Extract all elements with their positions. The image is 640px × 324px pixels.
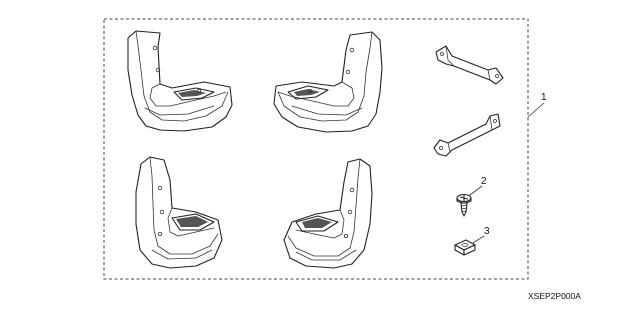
mud-guard-front-right (273, 31, 383, 133)
callout-1-label: 1 (541, 92, 547, 103)
mud-guard-front-left (127, 30, 233, 132)
bracket-lower (433, 113, 501, 157)
callout-2: 2 (469, 176, 487, 196)
callout-3: 3 (472, 226, 490, 244)
screw (456, 193, 472, 217)
callout-2-label: 2 (481, 176, 487, 187)
callout-1: 1 (527, 92, 547, 118)
clip-nut (454, 239, 476, 256)
mud-guard-rear-left (135, 156, 223, 269)
kit-boundary (103, 18, 529, 280)
mud-guard-rear-right (283, 158, 373, 269)
bracket-upper (435, 45, 504, 85)
diagram-code: XSEP2P000A (528, 291, 581, 301)
callout-3-label: 3 (484, 226, 490, 237)
